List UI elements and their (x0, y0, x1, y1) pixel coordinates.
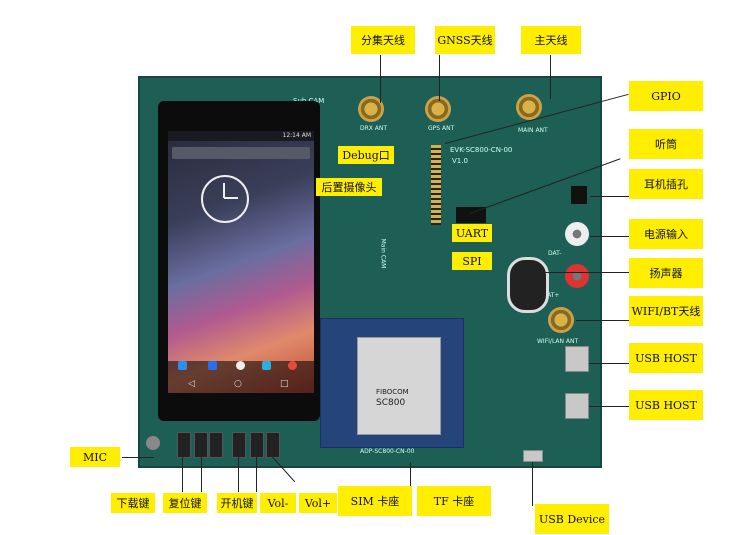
module-model-text: SC800 (376, 398, 406, 408)
drx-ant-text: DRX ANT (360, 125, 388, 132)
main-ant-text: MAIN ANT (518, 127, 548, 134)
label-headphone-jack: 耳机插孔 (629, 169, 703, 199)
label-gnss-antenna: GNSS天线 (435, 26, 495, 54)
label-main-antenna: 主天线 (521, 26, 581, 54)
leader-line (238, 456, 239, 492)
leader-line (590, 196, 630, 197)
label-power-input: 电源输入 (629, 219, 703, 249)
dat-minus-text: DAT- (548, 250, 562, 257)
gps-antenna-connector (425, 96, 451, 122)
home-icon: ○ (234, 379, 242, 389)
reset-key-pins-a (194, 432, 208, 458)
sc800-module: FIBOCOM SC800 (357, 337, 441, 435)
leader-line (589, 363, 630, 364)
leader-line (590, 236, 630, 237)
gps-ant-text: GPS ANT (428, 125, 455, 132)
label-vol-minus: Vol- (260, 493, 296, 513)
module-brand-text: FIBOCOM (376, 388, 409, 396)
label-diversity-antenna: 分集天线 (351, 26, 415, 54)
speaker-component (507, 257, 549, 313)
drx-antenna-connector (358, 96, 384, 122)
contacts-app-icon (208, 361, 217, 370)
leader-line (532, 462, 533, 506)
label-usb-host-2: USB HOST (629, 390, 703, 420)
leader-line (439, 55, 440, 101)
usb-device-port (523, 450, 543, 462)
leader-line (256, 456, 257, 492)
leader-line (380, 55, 381, 103)
label-vol-plus: Vol+ (299, 493, 337, 513)
label-uart: UART (452, 224, 492, 242)
label-usb-device: USB Device (535, 504, 609, 534)
messages-app-icon (262, 361, 271, 370)
power-key-pins (232, 432, 246, 458)
board-version-text: V1.0 (452, 157, 468, 165)
search-bar (172, 147, 310, 159)
label-debug-port: Debug口 (338, 146, 394, 164)
adp-model-text: ADP-SC800-CN-00 (360, 448, 415, 455)
label-gpio: GPIO (629, 81, 703, 111)
leader-line (589, 406, 630, 407)
board-model-text: EVK-SC800-CN-00 (450, 146, 513, 154)
label-spi: SPI (452, 252, 492, 270)
recents-icon: □ (280, 379, 289, 389)
label-speaker: 扬声器 (629, 258, 703, 288)
label-sim-card: SIM 卡座 (338, 486, 412, 516)
label-power-key: 开机键 (217, 493, 257, 513)
vol-plus-pins (266, 432, 280, 458)
usb-host-port-2 (565, 393, 589, 419)
clock-hour-hand (223, 183, 225, 198)
gpio-header (431, 145, 441, 225)
label-download-key: 下载键 (111, 493, 155, 513)
power-jack (565, 222, 589, 246)
back-icon: ◁ (188, 379, 195, 389)
label-reset-key: 复位键 (163, 493, 207, 513)
leader-line (410, 462, 411, 486)
status-time: 12:14 AM (282, 132, 311, 139)
label-mic: MIC (70, 447, 120, 467)
bat-plus-text: BAT+ (543, 292, 560, 299)
usb-host-port-1 (565, 346, 589, 372)
label-tf-card: TF 卡座 (417, 486, 491, 516)
reset-key-pins-b (209, 432, 223, 458)
leader-line (201, 456, 202, 492)
label-receiver: 听筒 (629, 129, 703, 159)
mic-component (146, 436, 160, 450)
main-antenna-connector (516, 94, 542, 120)
label-rear-camera: 后置摄像头 (316, 178, 382, 196)
label-wifi-bt-antenna: WIFI/BT天线 (629, 296, 703, 326)
label-usb-host-1: USB HOST (629, 343, 703, 373)
android-screen: 12:14 AM ◁ ○ □ (168, 131, 314, 393)
download-key-pins (177, 432, 191, 458)
vol-minus-pins (250, 432, 264, 458)
status-bar: 12:14 AM (168, 131, 314, 141)
wifi-antenna-connector (548, 307, 574, 333)
headphone-jack (571, 186, 587, 204)
leader-line (550, 55, 551, 99)
clock-minute-hand (224, 197, 238, 199)
leader-line (576, 320, 630, 321)
clock-widget (201, 175, 249, 223)
apps-drawer-icon (236, 361, 245, 370)
leader-line (182, 456, 183, 492)
wifi-lan-ant-text: WIFI/LAN ANT (537, 338, 579, 345)
phone-app-icon (178, 361, 187, 370)
receiver-component (456, 207, 486, 223)
power-jack-positive (565, 264, 589, 288)
leader-line (545, 272, 630, 273)
leader-line (122, 457, 154, 458)
main-cam-text: Main CAM (379, 238, 387, 269)
chrome-app-icon (288, 361, 297, 370)
